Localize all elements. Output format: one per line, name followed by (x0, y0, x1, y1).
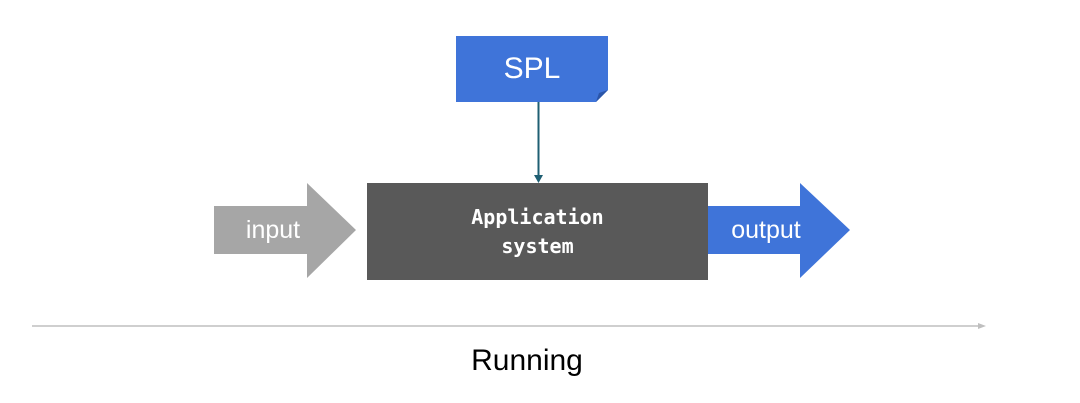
output-label: output (731, 215, 801, 244)
output-arrow (708, 183, 850, 278)
input-label: input (245, 215, 301, 244)
spl-label: SPL (503, 52, 561, 85)
input-arrow (214, 183, 356, 278)
spl-box-fold (596, 90, 608, 102)
spl-box (456, 36, 608, 102)
running-label: Running (471, 344, 583, 377)
timeline-arrowhead (978, 323, 986, 329)
app-label-line-1: Application (471, 204, 604, 229)
app-label-line-2: system (501, 233, 574, 258)
spl-connector-arrowhead (534, 175, 543, 183)
app-box (367, 183, 708, 280)
app-label: Application system (367, 183, 708, 280)
